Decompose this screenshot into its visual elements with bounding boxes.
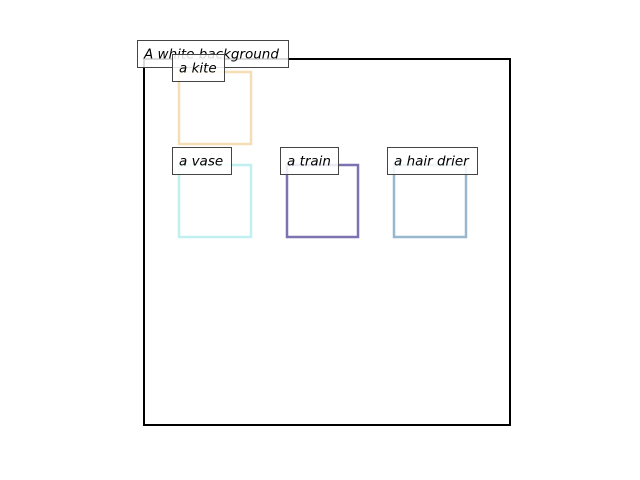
kite-label-text: a kite	[179, 61, 217, 77]
background-frame	[143, 58, 511, 426]
train-label-text: a train	[287, 154, 331, 170]
hair-drier-label-text: a hair drier	[394, 154, 470, 170]
hair-drier-box	[392, 163, 468, 239]
kite-label: a kite	[172, 54, 225, 82]
vase-label: a vase	[172, 147, 232, 175]
hair-drier-label: a hair drier	[387, 147, 478, 175]
train-box	[285, 163, 360, 239]
train-label: a train	[280, 147, 339, 175]
vase-label-text: a vase	[179, 154, 223, 170]
vase-box	[177, 163, 253, 239]
kite-box	[177, 70, 253, 146]
